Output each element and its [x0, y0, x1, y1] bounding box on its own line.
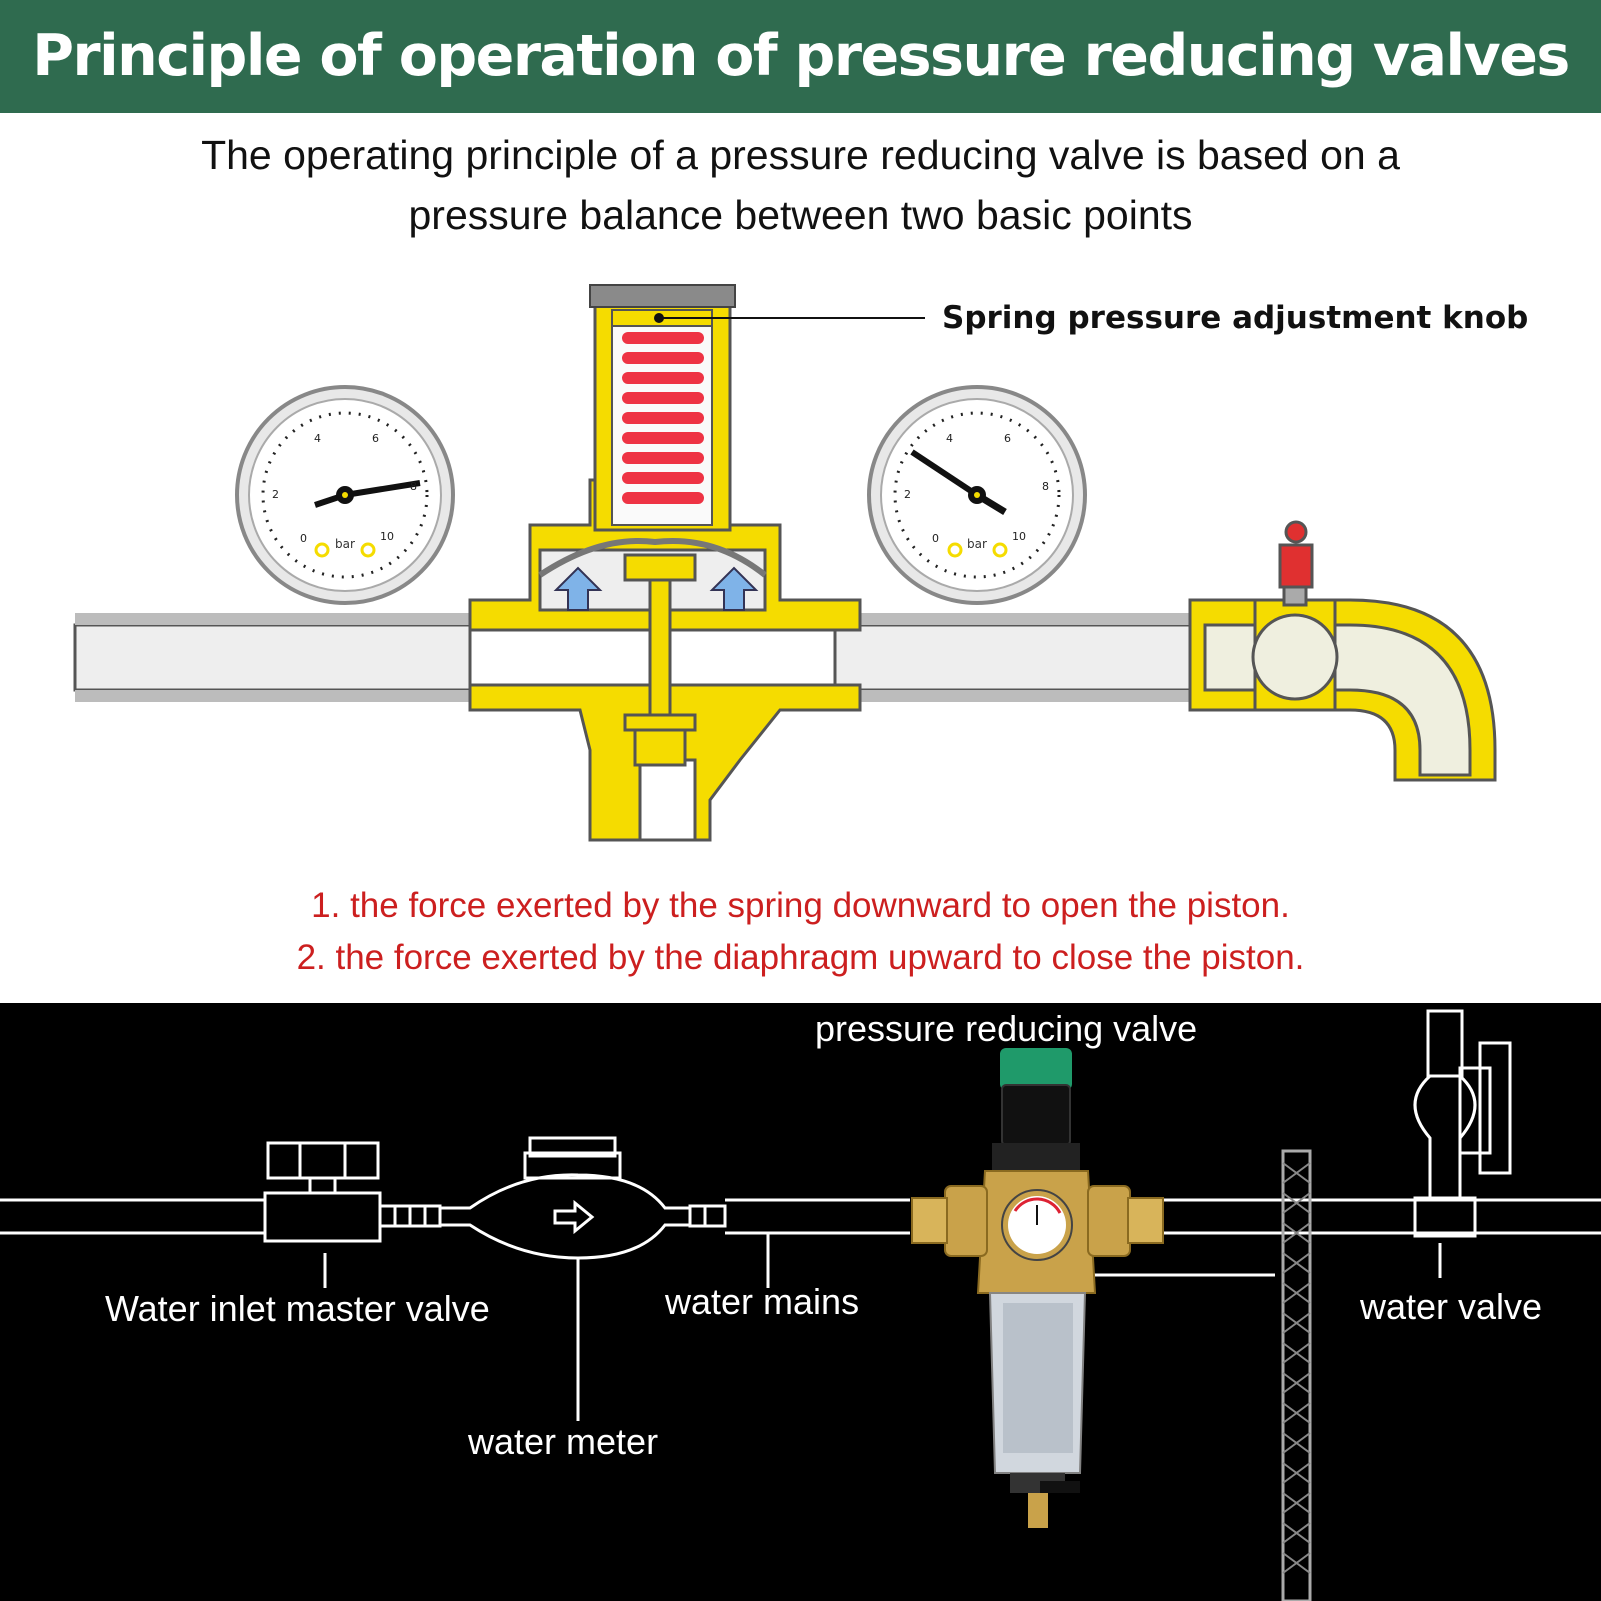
adjustment-cap [589, 284, 736, 308]
diaphragm-arrow-left [553, 566, 603, 611]
gauge-tick: 6 [1004, 432, 1011, 445]
right-water-valve [1413, 1009, 1512, 1238]
gauge-tick: 6 [372, 432, 379, 445]
gauge-unit-left: bar [335, 537, 355, 551]
spring [622, 332, 704, 504]
gauge-tick: 4 [314, 432, 321, 445]
page-title: Principle of operation of pressure reduc… [32, 23, 1570, 89]
prv-green-knob [1000, 1048, 1072, 1090]
gauge-tick: 2 [904, 488, 911, 501]
wall [1281, 1149, 1312, 1601]
installation-diagram: pressure reducing valve Water inlet mast… [0, 1003, 1601, 1601]
principle-diaphragm: 2. the force exerted by the diaphragm up… [296, 938, 1305, 977]
spring-knob-label: Spring pressure adjustment knob [942, 300, 1529, 336]
header-banner: Principle of operation of pressure reduc… [0, 0, 1601, 113]
subtitle-line-2: pressure balance between two basic point… [408, 192, 1193, 238]
outlet-pressure-gauge [867, 385, 1087, 605]
outlet-pipe [833, 623, 1227, 692]
outlet-ball-valve [1188, 520, 1497, 782]
pressure-reducing-valve-product [911, 1048, 1164, 1528]
water-mains-label: water mains [665, 1281, 860, 1322]
gauge-tick: 4 [946, 432, 953, 445]
water-valve-label: water valve [1360, 1286, 1543, 1327]
valve-cutaway-diagram: bar bar 0 2 4 6 8 10 0 2 4 6 8 10 Sprin [0, 280, 1601, 880]
gauge-tick: 0 [300, 532, 307, 545]
principle-spring: 1. the force exerted by the spring downw… [311, 886, 1290, 925]
inlet-pipe [73, 623, 472, 692]
gauge-tick: 10 [380, 530, 394, 543]
diaphragm-arrow-right [709, 566, 759, 611]
gauge-tick: 10 [1012, 530, 1026, 543]
inlet-pressure-gauge [235, 385, 455, 605]
gauge-tick: 0 [932, 532, 939, 545]
water-meter [438, 1136, 727, 1260]
piston [623, 553, 697, 582]
water-meter-label: water meter [468, 1421, 659, 1462]
principles-list: 1. the force exerted by the spring downw… [0, 880, 1601, 984]
gauge-tick: 8 [410, 480, 417, 493]
gauge-tick: 2 [272, 488, 279, 501]
inlet-master-valve-label: Water inlet master valve [105, 1288, 490, 1329]
gauge-unit-right: bar [967, 537, 987, 551]
prv-label: pressure reducing valve [815, 1008, 1198, 1049]
gauge-tick: 8 [1042, 480, 1049, 493]
subtitle-line-1: The operating principle of a pressure re… [201, 132, 1400, 178]
inlet-master-valve [263, 1141, 442, 1243]
subtitle: The operating principle of a pressure re… [100, 125, 1501, 245]
